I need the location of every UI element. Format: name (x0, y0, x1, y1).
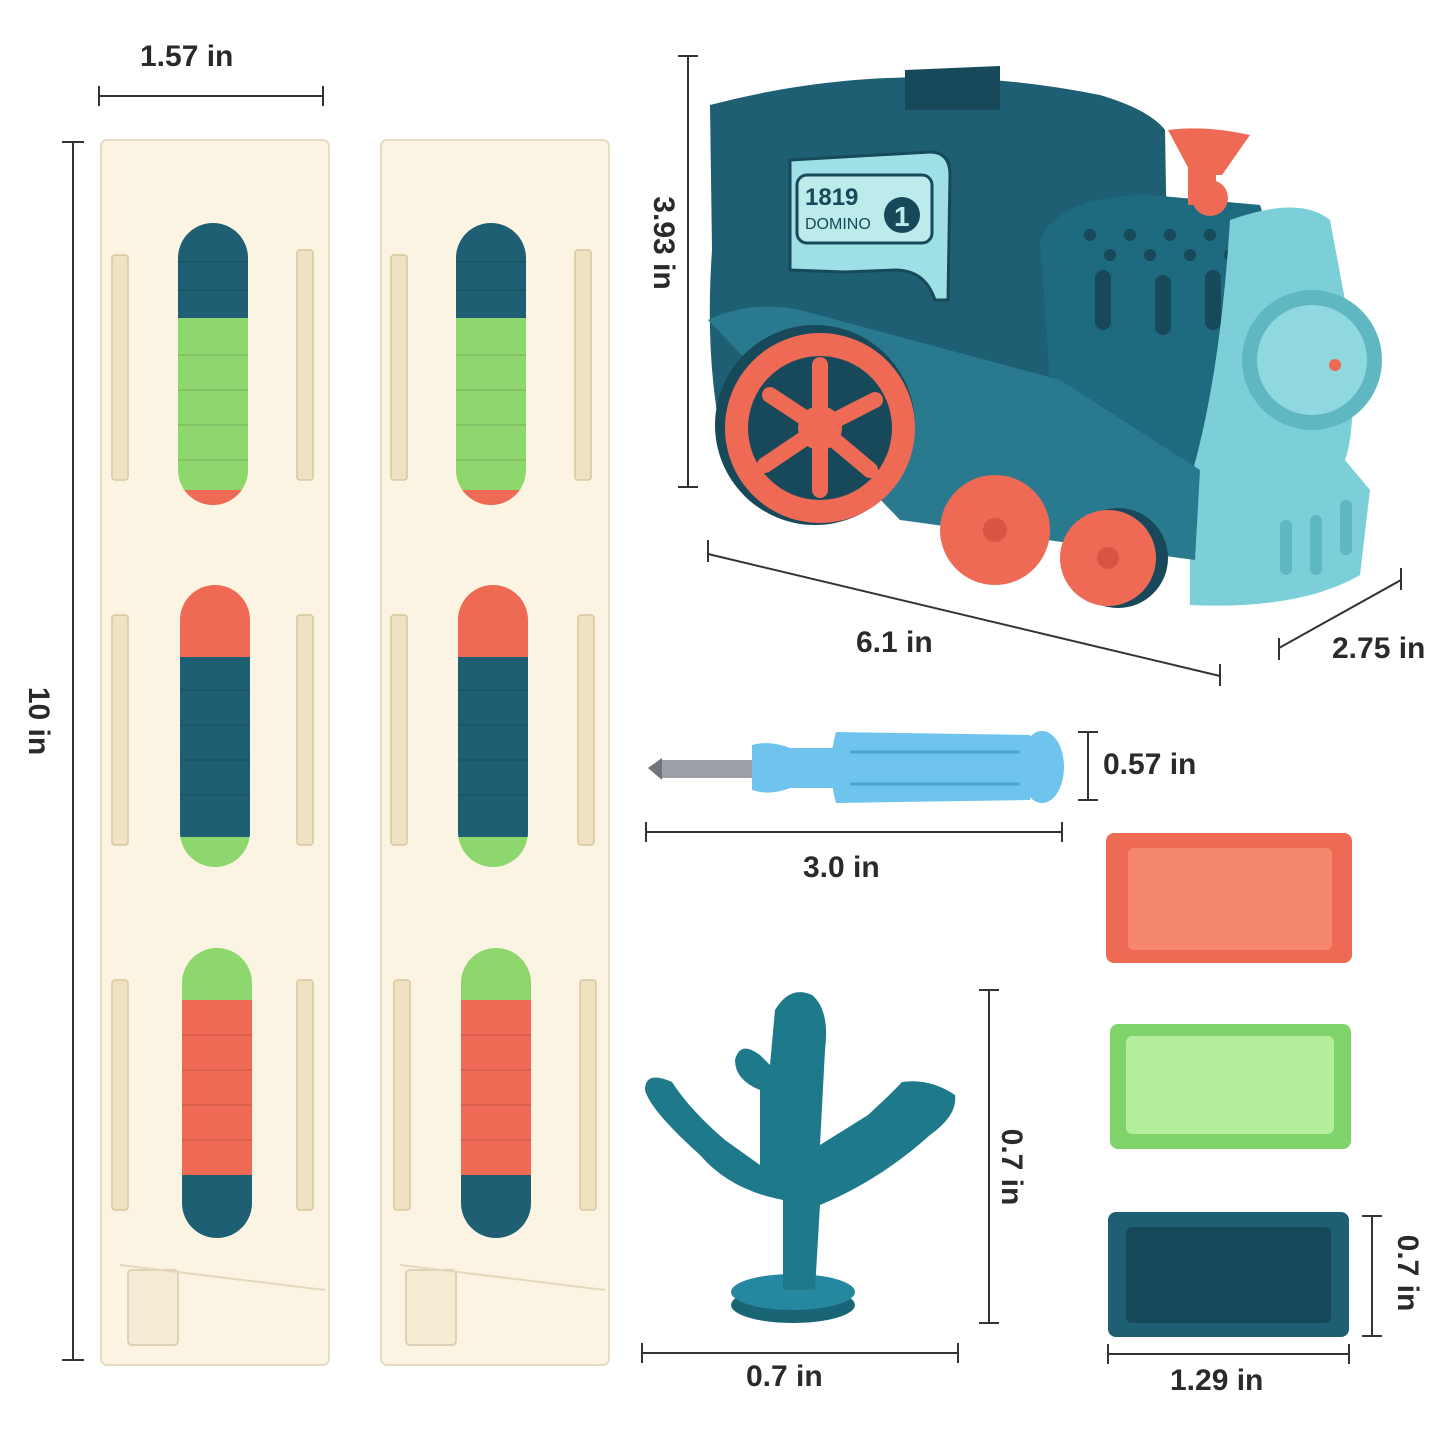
domino-magazine-right (380, 139, 610, 1366)
badge-number: 1819 (805, 184, 858, 211)
domino-orange (1106, 833, 1352, 963)
badge-car-number: 1 (894, 201, 910, 232)
train-depth-label: 2.75 in (1332, 632, 1426, 665)
dimension-lines (62, 55, 1402, 1364)
cactus-height-label: 0.7 in (995, 1128, 1028, 1206)
domino-blue (1108, 1212, 1349, 1337)
magazine-height-label: 10 in (22, 686, 55, 756)
domino-width-label: 1.29 in (1170, 1364, 1264, 1397)
domino-train-toy: 1819 DOMINO 1 (708, 66, 1382, 608)
screwdriver (648, 731, 1064, 803)
cactus-prop (645, 992, 956, 1323)
cactus-width-label: 0.7 in (746, 1360, 823, 1393)
domino-magazine-left (100, 139, 330, 1366)
badge-word: DOMINO (805, 216, 871, 233)
screwdriver-length-label: 3.0 in (803, 851, 880, 884)
magazine-width-label: 1.57 in (140, 40, 234, 73)
train-length-label: 6.1 in (856, 626, 933, 659)
domino-height-label: 0.7 in (1391, 1234, 1424, 1312)
train-height-label: 3.93 in (647, 196, 680, 290)
domino-green (1110, 1024, 1351, 1149)
screwdriver-diameter-label: 0.57 in (1103, 748, 1197, 781)
